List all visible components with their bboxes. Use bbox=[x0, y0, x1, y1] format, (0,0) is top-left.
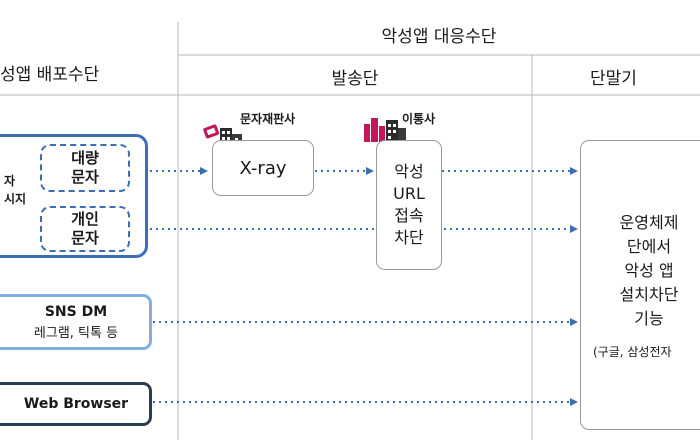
personal-sms-box: 개인 문자 bbox=[40, 206, 130, 252]
url-block-box: 악성 URL 접속 차단 bbox=[376, 140, 442, 270]
sns-dm-subtitle: 레그램, 틱톡 등 bbox=[33, 325, 119, 341]
message-partial-line2: 시지 bbox=[4, 192, 27, 206]
device-block-text: 운영체제 단에서 악성 앱 설치차단 기능 bbox=[619, 212, 679, 328]
web-browser-box: Web Browser bbox=[0, 382, 152, 426]
xray-box: X-ray bbox=[212, 140, 314, 196]
device-column-title: 단말기 bbox=[590, 69, 637, 89]
right-section-title: 악성앱 대응수단 bbox=[381, 27, 497, 47]
carrier-icon bbox=[364, 118, 406, 142]
carrier-label: 이통사 bbox=[402, 112, 436, 126]
device-block-box: 운영체제 단에서 악성 앱 설치차단 기능 (구글, 삼성전자 bbox=[580, 140, 700, 430]
send-column-title: 발송단 bbox=[331, 69, 379, 89]
device-block-note: (구글, 삼성전자 bbox=[593, 344, 672, 359]
bulk-sms-box: 대량 문자 bbox=[40, 144, 130, 192]
reseller-label: 문자재판사 bbox=[240, 112, 296, 126]
sns-dm-title: SNS DM bbox=[44, 303, 108, 320]
left-column-title: 성앱 배포수단 bbox=[0, 65, 100, 85]
sns-dm-box: SNS DM 레그램, 틱톡 등 bbox=[0, 294, 152, 350]
message-partial-label: 자 시지 bbox=[4, 172, 26, 208]
message-partial-line1: 자 bbox=[4, 174, 16, 188]
